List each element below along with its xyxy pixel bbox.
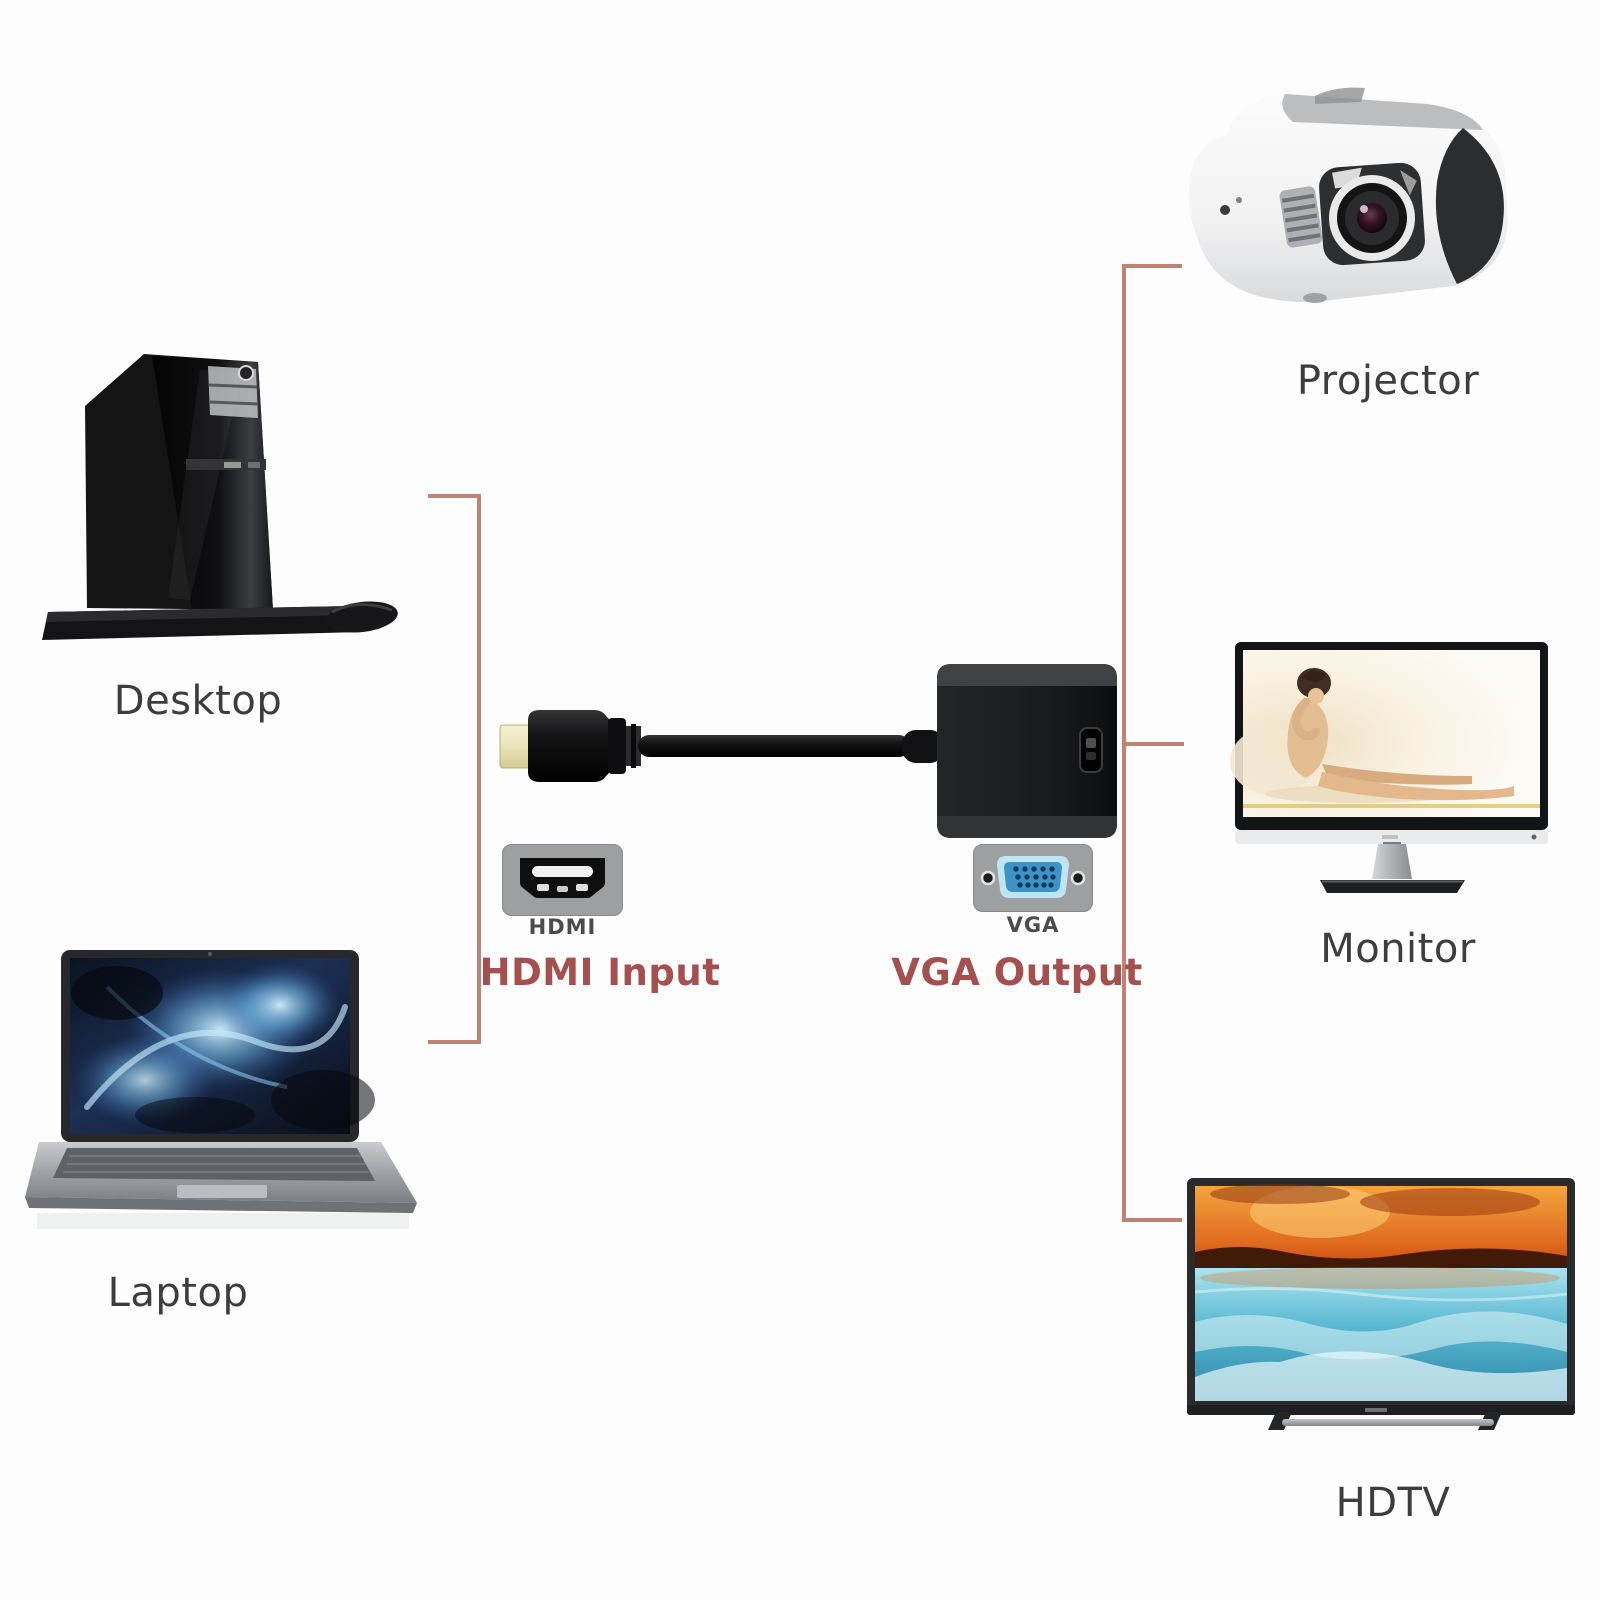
left-bracket-bottom-stub [428,1040,481,1044]
adapter-body [937,664,1117,838]
projector-icon [1188,87,1508,303]
cable-boot [902,730,944,763]
right-bracket-top-stub [1122,264,1182,268]
adapter-switch [1079,727,1103,773]
vga-output-caption: VGA Output [891,951,1143,994]
hdmi-plug-tip [499,724,532,769]
hdmi-to-vga-adapter-image [499,664,1117,838]
desktop-label: Desktop [113,678,283,724]
hdtv-screen [1194,1184,1568,1401]
projector-label: Projector [1296,358,1480,404]
left-bracket-top-stub [428,494,481,498]
monitor-icon [1230,642,1548,893]
mouse [326,601,398,633]
monitor-stand [1372,844,1412,879]
hdtv-label: HDTV [1335,1480,1451,1526]
laptop-touchpad [177,1185,267,1198]
hdmi-port-label: HDMI [528,915,597,939]
left-bracket-vertical [477,494,481,1044]
hdmi-input-caption: HDMI Input [479,951,721,994]
hdmi-port-icon [502,844,623,916]
desktop-tower-icon [42,354,398,640]
vga-port-icon [973,844,1093,912]
right-bracket-middle-stub [1122,742,1184,746]
monitor-base [1320,880,1465,893]
adapter-cable [638,735,910,757]
laptop-icon [25,950,417,1229]
vga-port-label: VGA [1006,913,1060,937]
projector-focus-wheel [1279,186,1323,248]
hdmi-plug-body [528,710,610,782]
laptop-label: Laptop [107,1270,249,1316]
right-bracket-bottom-stub [1122,1218,1182,1222]
projector-side-vent [1435,128,1504,284]
monitor-label: Monitor [1320,926,1476,972]
hdtv-stand-bar [1282,1419,1494,1426]
hdtv-icon [1187,1178,1575,1430]
